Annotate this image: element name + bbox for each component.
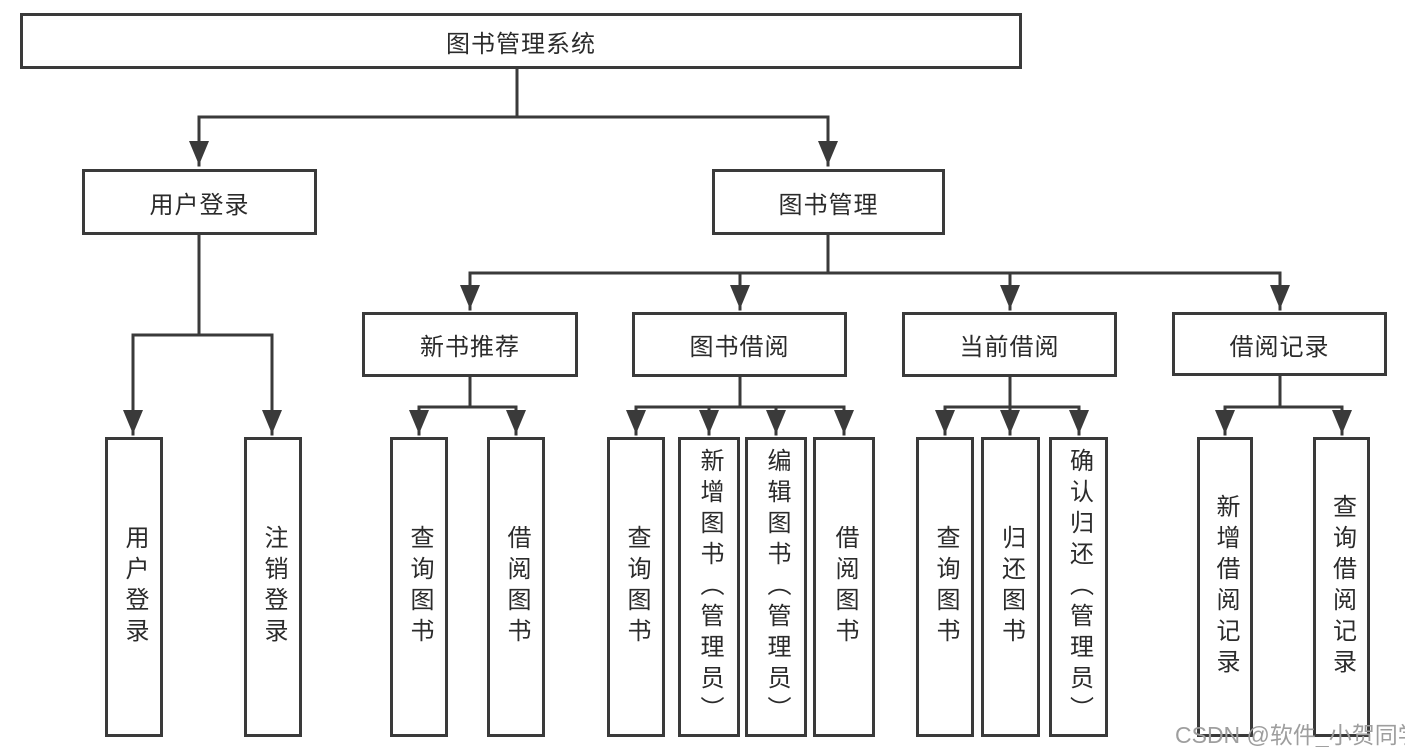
node-bb-add-books-admin: 新增图书（管理员） [678, 437, 740, 737]
node-cb-return-books: 归还图书 [981, 437, 1040, 737]
csdn-watermark: CSDN @软件_小贺同学 [1175, 722, 1405, 747]
node-new-book-recommendation: 新书推荐 [362, 312, 578, 377]
node-bb-edit-books-admin: 编辑图书（管理员） [745, 437, 807, 737]
node-cb-query-books: 查询图书 [916, 437, 974, 737]
node-borrowing-records: 借阅记录 [1172, 312, 1387, 376]
node-user-login-leaf: 用户登录 [105, 437, 163, 737]
node-br-add-borrow-record: 新增借阅记录 [1197, 437, 1253, 737]
node-bb-query-books: 查询图书 [607, 437, 665, 737]
node-bb-borrow-books: 借阅图书 [813, 437, 875, 737]
node-br-query-borrow-record: 查询借阅记录 [1313, 437, 1370, 737]
node-nbr-borrow-books: 借阅图书 [487, 437, 545, 737]
node-cb-confirm-return-admin: 确认归还（管理员） [1049, 437, 1108, 737]
node-logout: 注销登录 [244, 437, 302, 737]
node-current-borrowing: 当前借阅 [902, 312, 1117, 377]
node-library-management-system: 图书管理系统 [20, 13, 1022, 69]
node-book-borrowing: 图书借阅 [632, 312, 847, 377]
node-user-login: 用户登录 [82, 169, 317, 235]
node-book-management: 图书管理 [712, 169, 945, 235]
node-nbr-query-books: 查询图书 [390, 437, 448, 737]
